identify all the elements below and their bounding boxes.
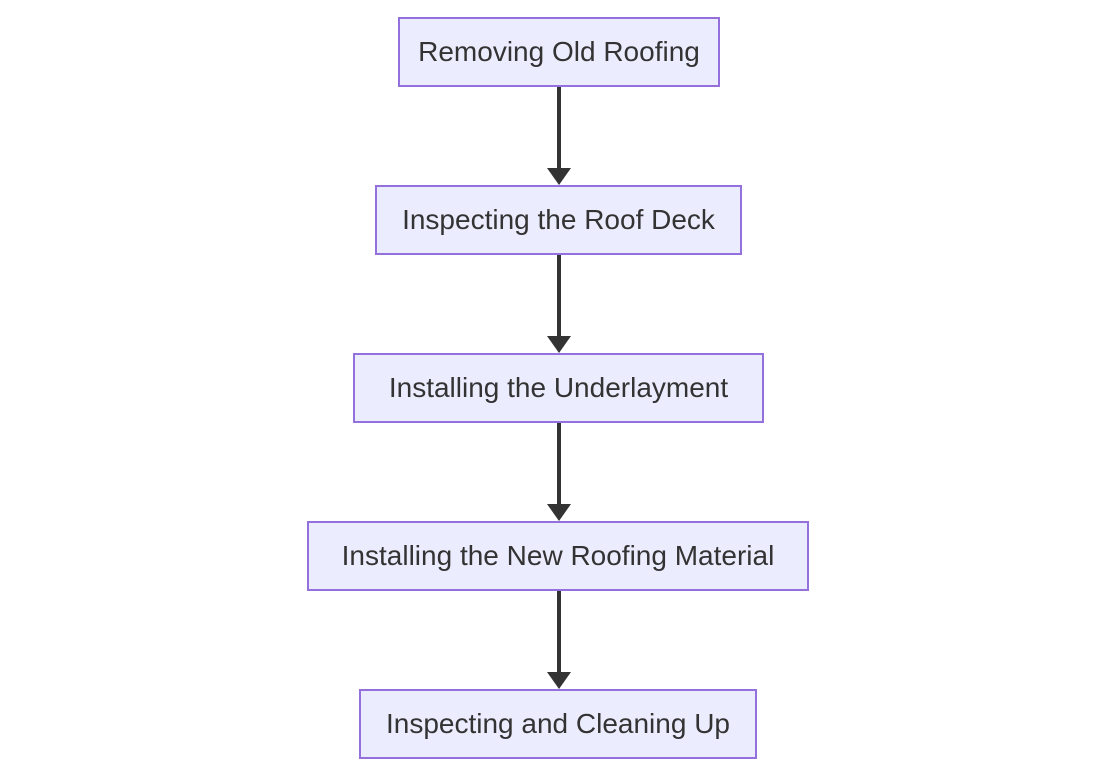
edge-line [557,255,561,338]
node-label: Installing the New Roofing Material [341,540,775,571]
edge-line [557,87,561,170]
arrowhead-down-icon [547,336,571,353]
flowchart-node-removing-old-roofing: Removing Old Roofing [398,17,720,87]
node-label: Inspecting and Cleaning Up [385,708,730,739]
arrowhead-down-icon [547,672,571,689]
edge-line [557,591,561,674]
node-label: Installing the Underlayment [388,372,729,403]
flowchart-node-inspecting-and-cleaning-up: Inspecting and Cleaning Up [359,689,757,759]
flowchart-node-installing-underlayment: Installing the Underlayment [353,353,764,423]
node-label: Inspecting the Roof Deck [402,204,715,235]
flowchart-node-inspecting-roof-deck: Inspecting the Roof Deck [375,185,742,255]
arrowhead-down-icon [547,504,571,521]
node-label: Removing Old Roofing [418,36,700,67]
arrowhead-down-icon [547,168,571,185]
flowchart-node-installing-new-roofing-material: Installing the New Roofing Material [307,521,809,591]
edge-line [557,423,561,506]
